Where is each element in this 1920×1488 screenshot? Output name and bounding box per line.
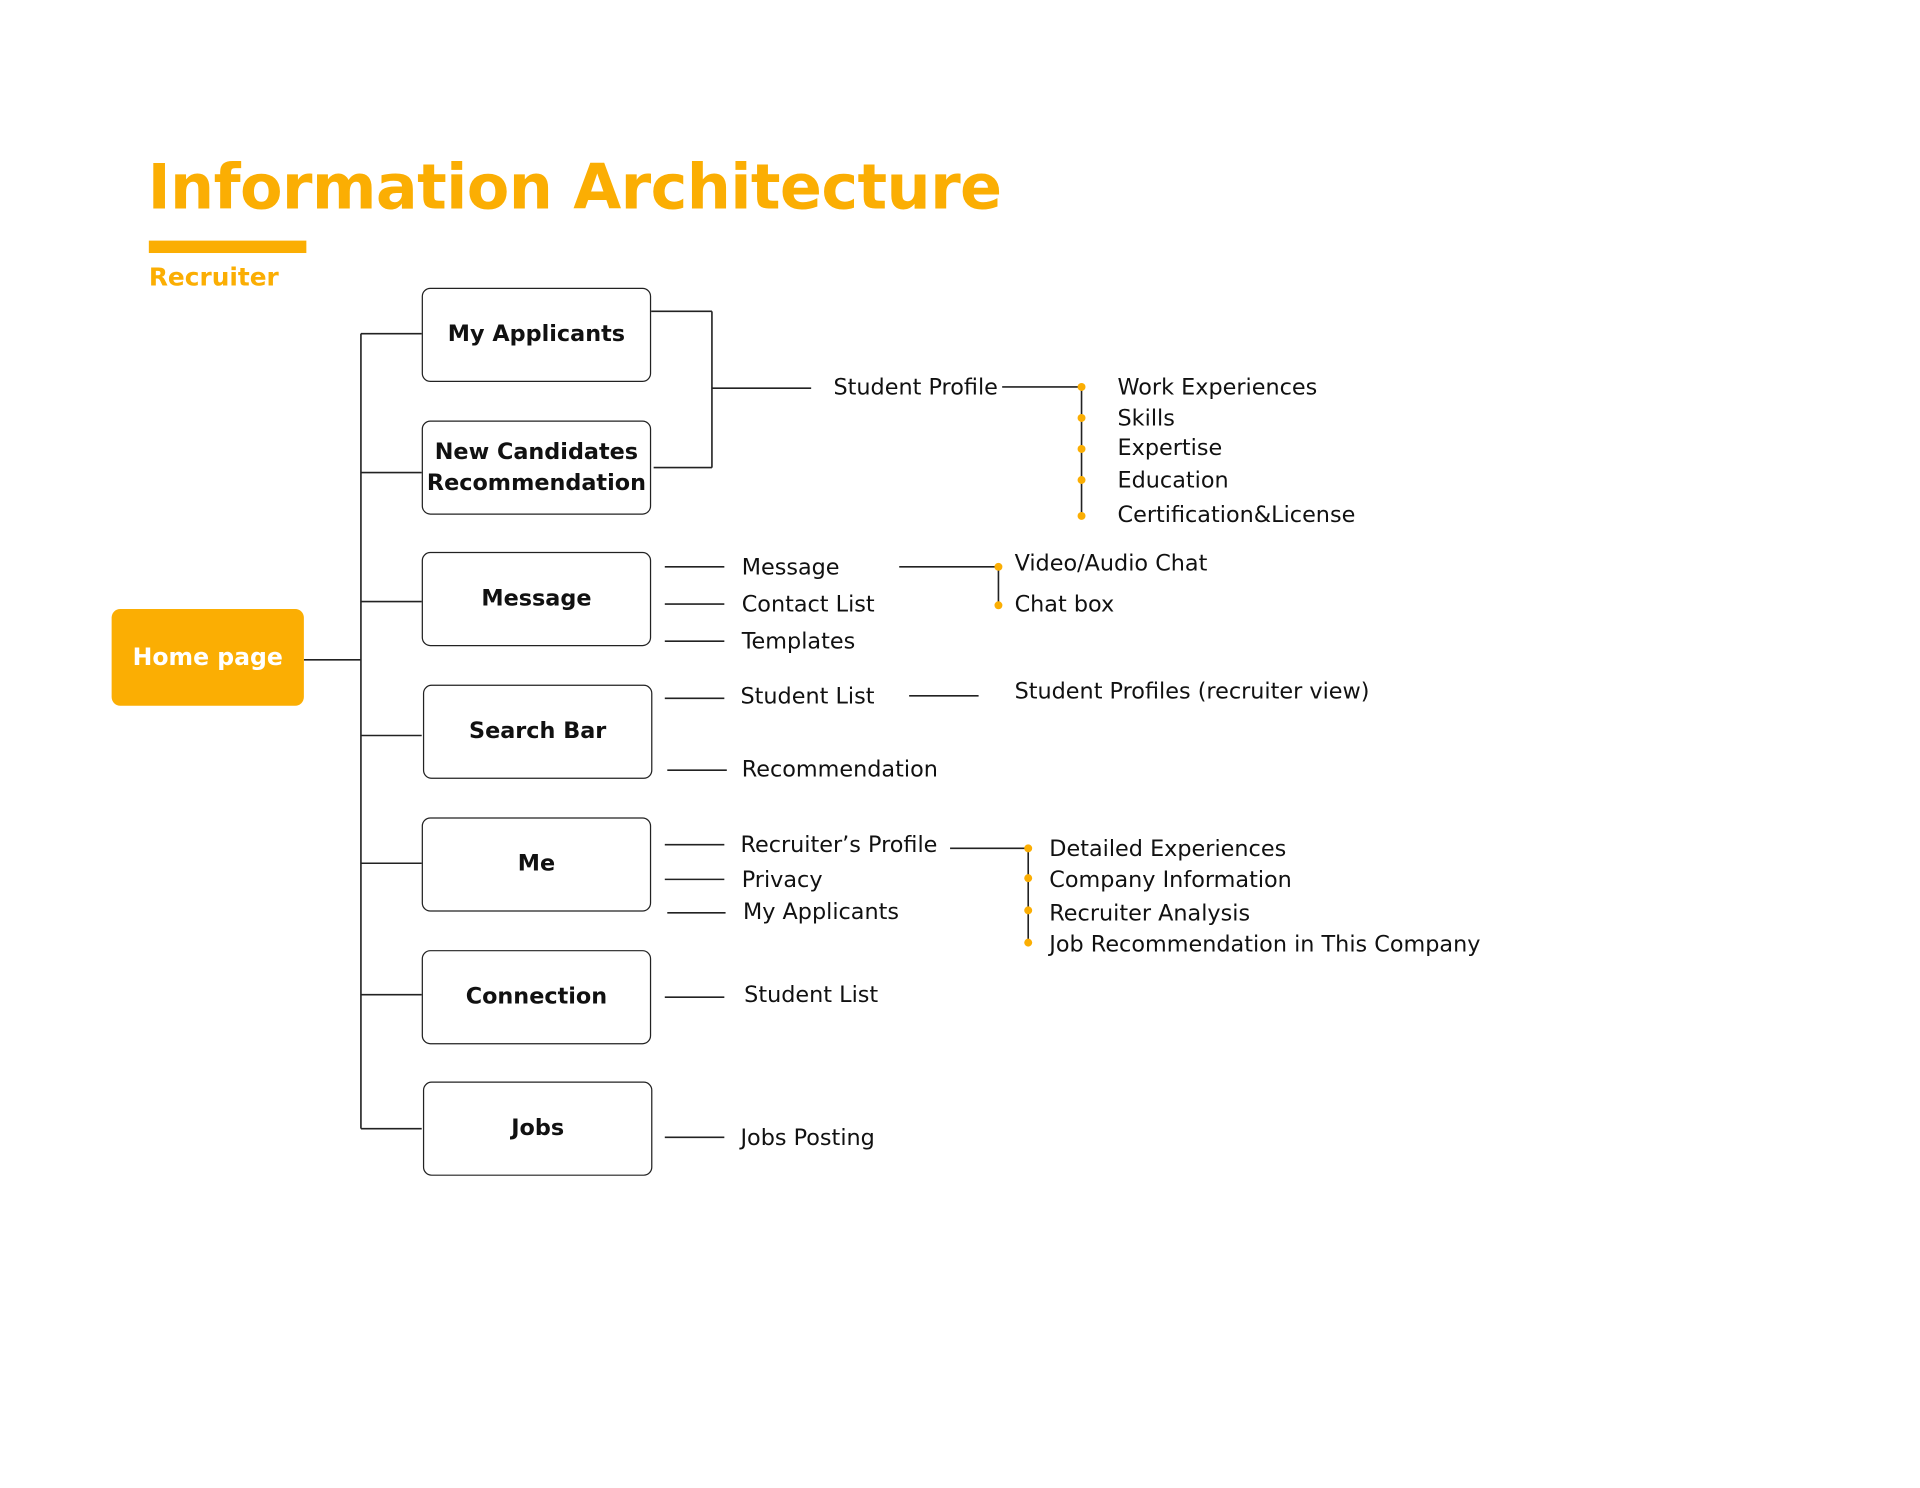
- bullet-dot: [1077, 383, 1086, 391]
- node-privacy: Privacy: [741, 866, 823, 894]
- leaf-skills: Skills: [1117, 405, 1175, 432]
- leaf-video-audio-chat: Video/Audio Chat: [1014, 550, 1208, 577]
- node-connection-student-list: Student List: [744, 982, 879, 1009]
- section-box-me: Me: [421, 817, 652, 912]
- root-node-home-page: Home page: [111, 608, 304, 706]
- section-box-jobs: Jobs: [422, 1081, 653, 1176]
- leaf-certification-license: Certification&License: [1117, 502, 1356, 529]
- connector-lines: [303, 310, 1086, 1139]
- leaf-student-profiles-recruiter-view: Student Profiles (recruiter view): [1014, 678, 1370, 705]
- bullet-dot: [1077, 414, 1086, 422]
- node-my-applicants: My Applicants: [742, 899, 900, 926]
- section-box-my-applicants: My Applicants: [421, 287, 652, 383]
- node-jobs-posting: Jobs Posting: [740, 1124, 875, 1151]
- bullet-dot: [1024, 906, 1033, 915]
- node-contact-list: Contact List: [741, 591, 875, 618]
- bullet-dot: [994, 601, 1003, 610]
- leaf-work-experiences: Work Experiences: [1117, 374, 1318, 401]
- leaf-recruiter-analysis: Recruiter Analysis: [1049, 900, 1251, 927]
- node-student-profile: Student Profile: [833, 374, 998, 401]
- leaf-detailed-experiences: Detailed Experiences: [1049, 835, 1287, 863]
- leaf-chat-box: Chat box: [1014, 591, 1115, 618]
- section-box-message: Message: [421, 551, 652, 647]
- bullet-dot: [1024, 844, 1033, 853]
- page-subtitle: Recruiter: [148, 261, 279, 292]
- node-recommendation: Recommendation: [741, 756, 938, 783]
- title-underline: [148, 240, 307, 254]
- section-box-connection: Connection: [421, 950, 652, 1045]
- section-box-new-candidates-recommendation: New Candidates Recommendation: [421, 420, 652, 515]
- page-title: Information Architecture: [147, 151, 1003, 224]
- node-recruiters-profile: Recruiter’s Profile: [740, 832, 938, 859]
- bullet-dot: [1024, 938, 1033, 947]
- node-templates: Templates: [741, 628, 856, 655]
- bullet-dot: [1077, 445, 1086, 453]
- leaf-education: Education: [1117, 467, 1229, 494]
- leaf-expertise: Expertise: [1117, 435, 1223, 462]
- node-student-list: Student List: [740, 683, 875, 710]
- node-message: Message: [741, 554, 840, 581]
- bullet-dot: [994, 562, 1003, 571]
- leaf-company-information: Company Information: [1049, 866, 1292, 894]
- bullet-dot: [1077, 511, 1086, 520]
- bullet-dot: [1077, 476, 1086, 484]
- bullet-dot: [1024, 874, 1033, 883]
- leaf-job-recommendation-in-this-company: Job Recommendation in This Company: [1049, 931, 1481, 958]
- section-box-search-bar: Search Bar: [422, 684, 653, 779]
